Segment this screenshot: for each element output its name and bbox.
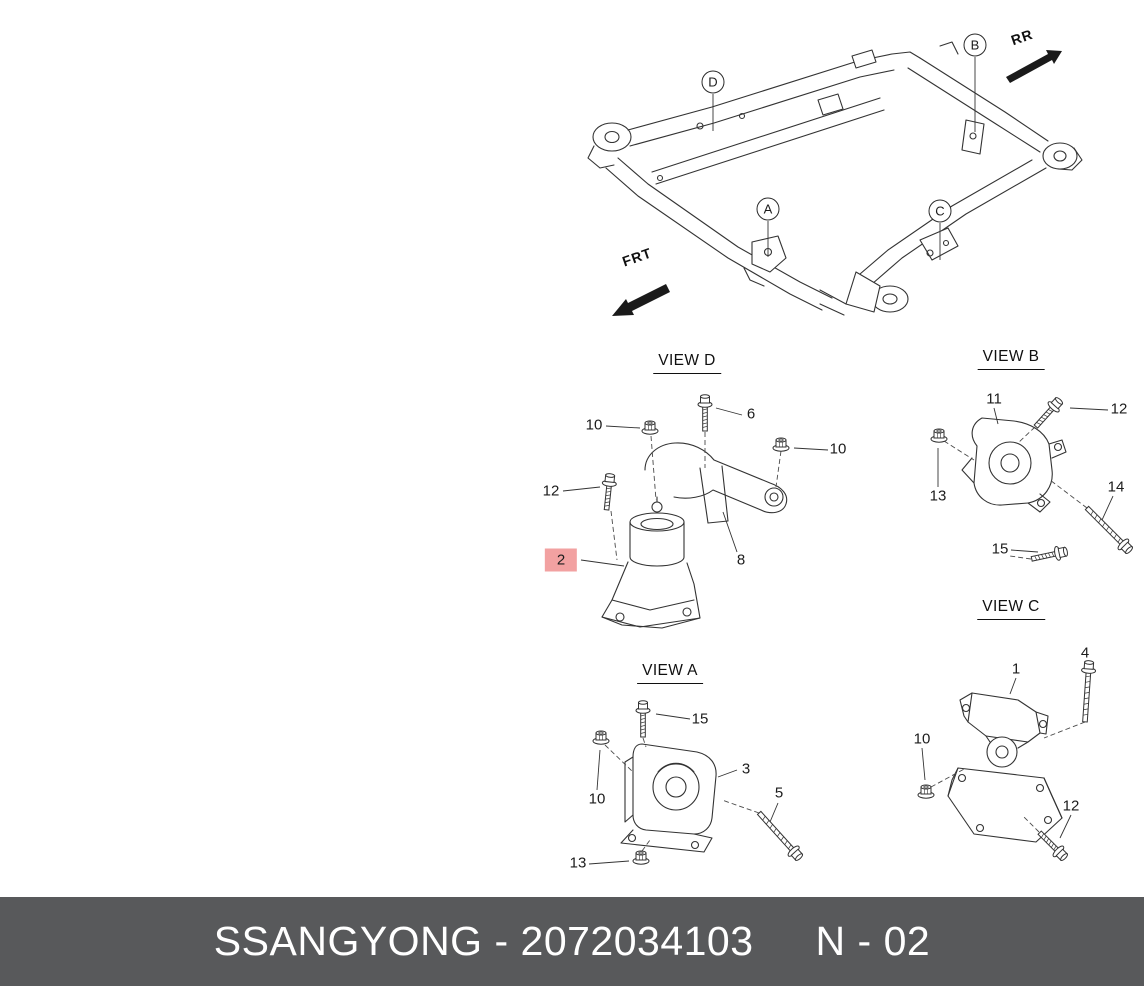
part-label-c-12[interactable]: 12 bbox=[1062, 797, 1080, 815]
view-a-drawing bbox=[620, 743, 717, 853]
callout-circle-a: A bbox=[756, 197, 780, 221]
callout-circle-c: C bbox=[928, 199, 952, 223]
part-label-a-3[interactable]: 3 bbox=[741, 760, 751, 778]
part-label-b-13[interactable]: 13 bbox=[929, 487, 947, 505]
subframe-drawing bbox=[587, 41, 1083, 316]
page-code: N - 02 bbox=[815, 918, 931, 964]
view-d-title: VIEW D bbox=[653, 352, 721, 374]
leader-lines bbox=[562, 407, 1114, 865]
rr-arrow-icon bbox=[1006, 50, 1062, 83]
assembly-dashed-lines bbox=[604, 426, 1088, 852]
part-label-b-12[interactable]: 12 bbox=[1110, 400, 1128, 418]
part-label-b-14[interactable]: 14 bbox=[1107, 478, 1125, 496]
part-label-c-4[interactable]: 4 bbox=[1080, 644, 1090, 662]
part-label-a-15[interactable]: 15 bbox=[691, 710, 709, 728]
view-d-drawing bbox=[601, 442, 788, 629]
view-c-title: VIEW C bbox=[977, 598, 1045, 620]
part-label-d-2-highlighted[interactable]: 2 bbox=[544, 548, 578, 572]
part-label-d-10a[interactable]: 10 bbox=[585, 416, 603, 434]
part-label-b-11[interactable]: 11 bbox=[986, 390, 1002, 408]
part-label-d-8[interactable]: 8 bbox=[736, 551, 746, 569]
part-label-a-10[interactable]: 10 bbox=[588, 790, 606, 808]
frt-arrow-icon bbox=[612, 284, 670, 316]
part-label-d-6[interactable]: 6 bbox=[746, 405, 756, 423]
catalog-footer-banner: SSANGYONG - 2072034103 N - 02 bbox=[0, 897, 1144, 986]
part-label-a-13[interactable]: 13 bbox=[569, 854, 587, 872]
part-label-a-5[interactable]: 5 bbox=[774, 784, 784, 802]
part-label-b-15[interactable]: 15 bbox=[991, 540, 1009, 558]
view-a-title: VIEW A bbox=[637, 662, 703, 684]
view-c-drawing bbox=[947, 692, 1063, 843]
callout-circle-d: D bbox=[701, 70, 725, 94]
view-b-title: VIEW B bbox=[977, 348, 1045, 370]
part-label-d-10b[interactable]: 10 bbox=[829, 440, 847, 458]
part-label-d-12[interactable]: 12 bbox=[542, 482, 560, 500]
callout-circle-b: B bbox=[963, 33, 987, 57]
brand-and-part-number: SSANGYONG - 2072034103 bbox=[213, 918, 754, 964]
callout-leader-lines bbox=[712, 57, 976, 260]
part-label-c-1[interactable]: 1 bbox=[1011, 660, 1021, 678]
part-label-c-10[interactable]: 10 bbox=[913, 730, 931, 748]
view-b-drawing bbox=[961, 417, 1067, 513]
